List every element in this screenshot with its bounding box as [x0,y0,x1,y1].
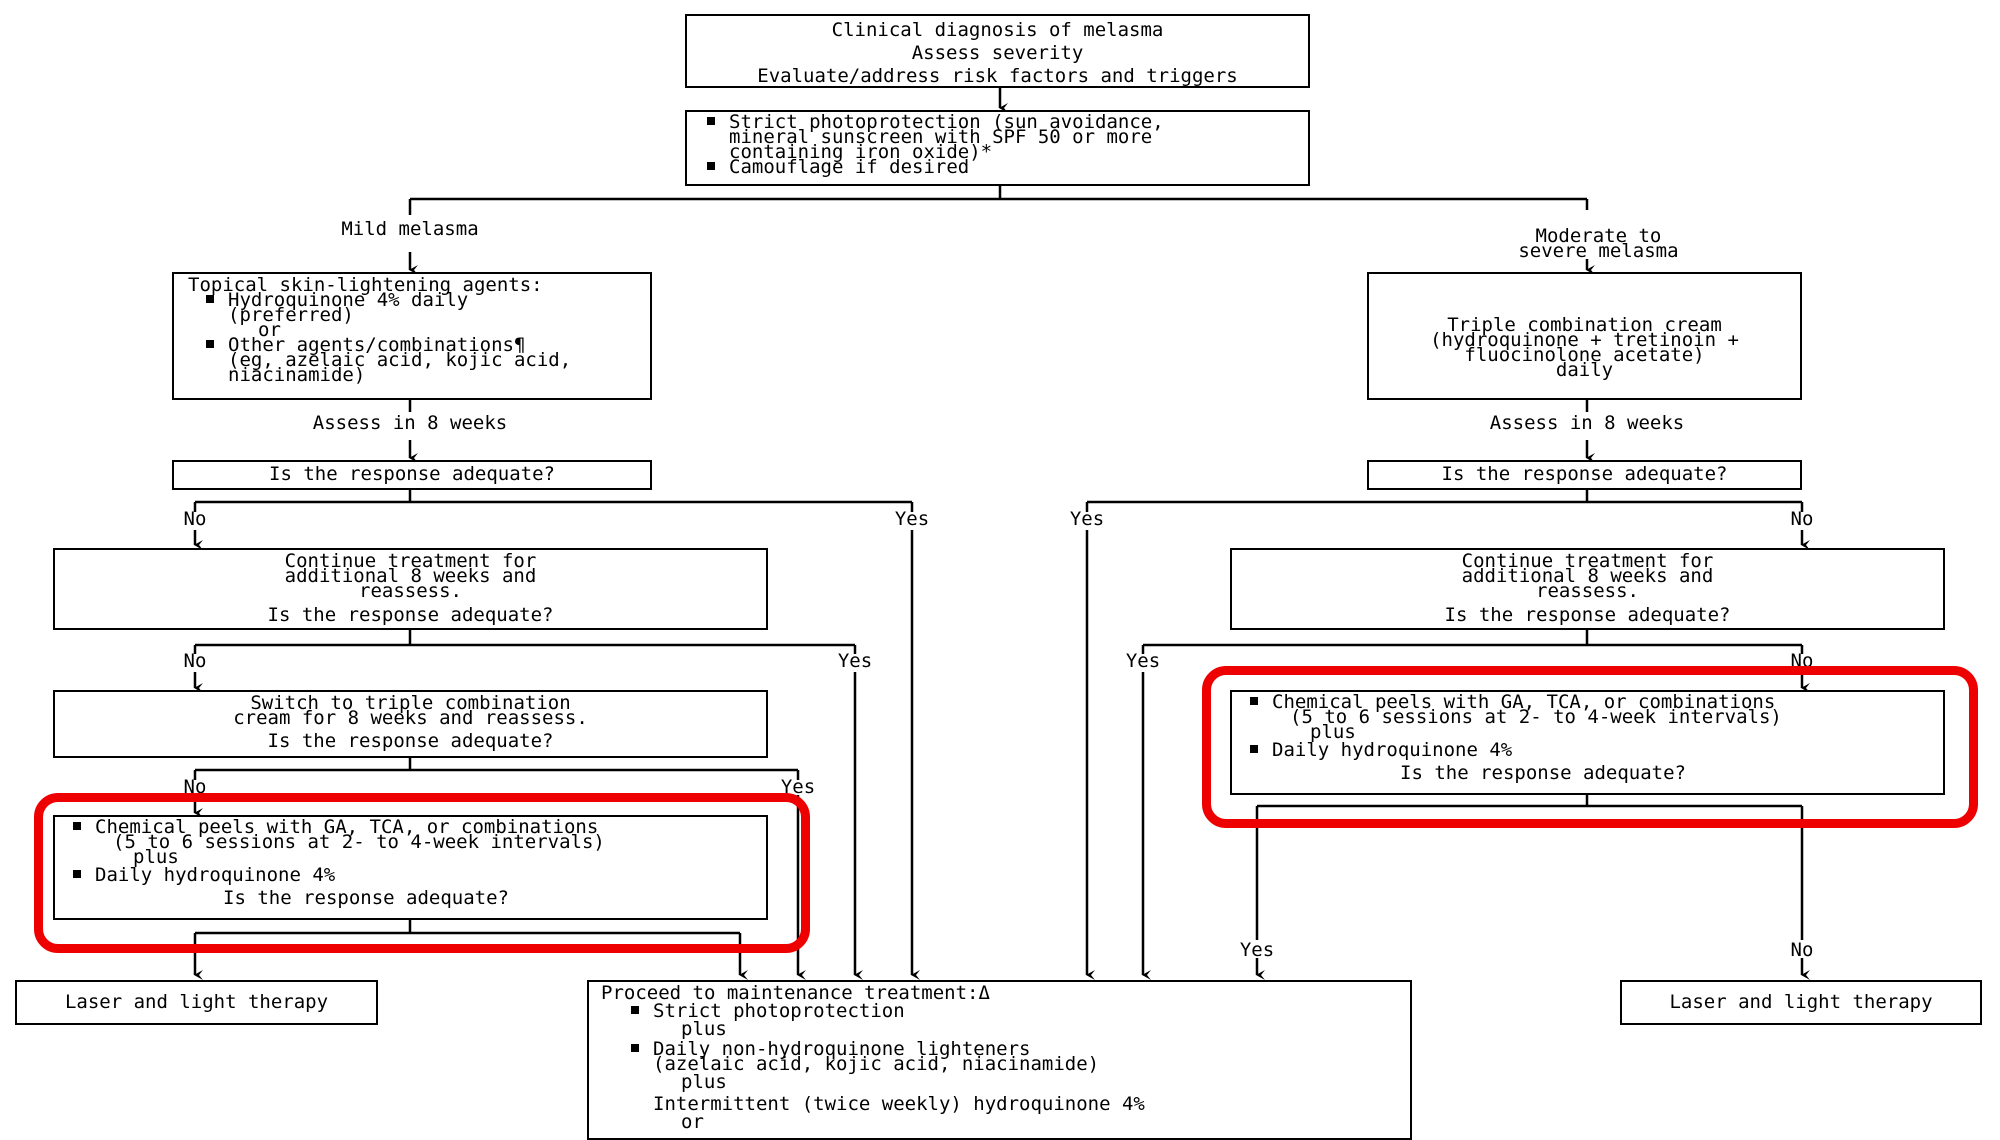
bullet-icon [1250,697,1258,705]
mild-no-label: No [175,510,215,529]
bullet-icon [707,162,715,170]
severe-no-label-3: No [1782,941,1822,960]
maintenance-treatment-box: Proceed to maintenance treatment:Δ Stric… [587,980,1412,1140]
severe-response-question-box: Is the response adequate? [1367,460,1802,490]
photoprotection-line-3: containing iron oxide)* [729,141,993,163]
bullet-icon [206,295,214,303]
bullet-icon [707,117,715,125]
photoprotection-box: Strict photoprotection (sun avoidance, m… [685,110,1310,186]
severe-chemical-peels-box: Chemical peels with GA, TCA, or combinat… [1230,690,1945,795]
mild-peels-highlight [34,793,810,953]
severe-yes-label-2: Yes [1118,652,1168,671]
mild-continue-treatment-box: Continue treatment for additional 8 week… [53,548,768,630]
severe-no-label-2: No [1782,652,1822,671]
mild-yes-label-3: Yes [773,778,823,797]
mild-yes-label-2: Yes [830,652,880,671]
mild-no-label-2: No [175,652,215,671]
severe-peels-highlight [1202,666,1978,828]
bullet-icon [73,822,81,830]
photoprotection-line-1: Strict photoprotection (sun avoidance, [729,111,1164,133]
bullet-icon [206,340,214,348]
diagnosis-line: Clinical diagnosis of melasma [831,19,1164,41]
risk-factors-line: Evaluate/address risk factors and trigge… [757,65,1238,87]
mild-laser-therapy-box: Laser and light therapy [15,980,378,1025]
severe-yes-label: Yes [1062,510,1112,529]
severe-yes-label-3: Yes [1227,941,1287,960]
severe-no-label: No [1782,510,1822,529]
camouflage-line: Camouflage if desired [729,156,970,178]
bullet-icon [73,870,81,878]
mild-response-question-box: Is the response adequate? [172,460,652,490]
severe-melasma-label: Moderate to severe melasma [1457,214,1717,261]
severe-triple-combination-box: Triple combination cream (hydroquinone +… [1367,272,1802,400]
bullet-icon [1250,745,1258,753]
severe-laser-therapy-box: Laser and light therapy [1620,980,1982,1025]
bullet-icon [631,1006,639,1014]
bullet-icon [631,1044,639,1052]
severe-continue-treatment-box: Continue treatment for additional 8 week… [1230,548,1945,630]
severity-line: Assess severity [911,42,1084,64]
mild-chemical-peels-box: Chemical peels with GA, TCA, or combinat… [53,815,768,920]
severe-assess-label: Assess in 8 weeks [1447,414,1727,433]
mild-assess-label: Assess in 8 weeks [270,414,550,433]
mild-yes-label: Yes [887,510,937,529]
mild-melasma-label: Mild melasma [300,220,520,239]
mild-no-label-3: No [175,778,215,797]
mild-switch-triple-box: Switch to triple combination cream for 8… [53,690,768,758]
photoprotection-line-2: mineral sunscreen with SPF 50 or more [729,126,1153,148]
mild-topical-agents-box: Topical skin-lightening agents: Hydroqui… [172,272,652,400]
clinical-diagnosis-box: Clinical diagnosis of melasma Assess sev… [685,14,1310,88]
